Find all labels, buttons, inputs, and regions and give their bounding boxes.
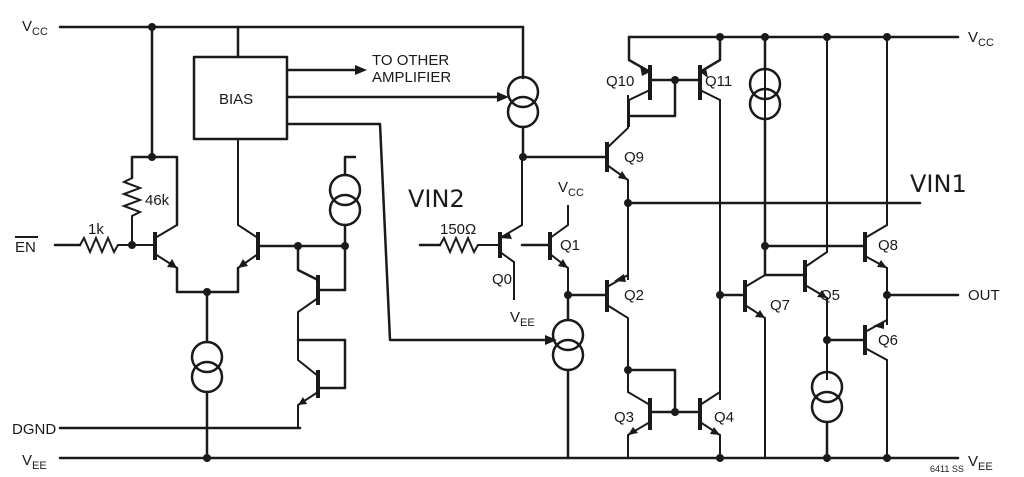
arrow-icon	[355, 65, 367, 75]
q2-label: Q2	[624, 287, 644, 304]
to-other-label: TO OTHER	[372, 52, 449, 69]
svg-text:VCC: VCC	[22, 18, 48, 38]
vin1-label: VIN1	[910, 170, 967, 198]
q8-label: Q8	[878, 237, 898, 254]
q6-label: Q6	[878, 332, 898, 349]
vee-right-label: V	[968, 453, 978, 470]
vin2-label: VIN2	[408, 185, 465, 213]
svg-text:VEE: VEE	[510, 309, 535, 329]
r-150-label: 150Ω	[440, 221, 476, 238]
r-1k-label: 1k	[88, 221, 104, 238]
q5-label: Q5	[820, 287, 840, 304]
enable-diff-pair	[153, 139, 260, 462]
amplifier-label: AMPLIFIER	[372, 69, 451, 86]
output-stage: Q7 Q5 Q8 Q6 OUT	[716, 33, 1000, 462]
footnote-label: 6411 SS	[930, 464, 964, 474]
vin2-input: 150Ω Q0 VEE	[418, 157, 535, 329]
q7-label: Q7	[770, 297, 790, 314]
svg-text:VEE: VEE	[22, 452, 47, 472]
top-current-source	[506, 25, 607, 161]
svg-text:VCC: VCC	[968, 29, 994, 49]
vcc-right-label: V	[968, 29, 978, 46]
out-label: OUT	[968, 287, 1000, 304]
r-46k-label: 46k	[145, 192, 170, 209]
arrow-icon	[545, 335, 557, 345]
q3-label: Q3	[614, 409, 634, 426]
q3-q4-mirror: Q3 Q4	[614, 366, 734, 462]
q10-q11-mirror: Q10 Q11	[606, 33, 732, 400]
q0-label: Q0	[492, 271, 512, 288]
svg-text:VCC: VCC	[558, 179, 584, 199]
vee-label: V	[22, 452, 32, 469]
q1-label: Q1	[560, 237, 580, 254]
enable-input: 46k 1k	[53, 23, 179, 255]
bias-label: BIAS	[219, 91, 253, 108]
q1-transistor: VCC Q1	[520, 179, 607, 460]
level-shift-stack	[256, 155, 362, 428]
q9-label: Q9	[624, 149, 644, 166]
svg-text:VEE: VEE	[968, 453, 993, 473]
q4-label: Q4	[714, 409, 734, 426]
q9-q2-stage: Q9 Q2 VIN1	[605, 95, 967, 370]
vee-q0-label: V	[510, 309, 520, 326]
arrow-icon	[497, 92, 509, 102]
en-label: EN	[15, 239, 36, 256]
vcc-label: V	[22, 18, 32, 35]
q11-label: Q11	[705, 73, 732, 90]
q10-label: Q10	[606, 73, 634, 90]
dgnd-label: DGND	[12, 421, 56, 438]
vcc-q1-label: V	[558, 179, 568, 196]
